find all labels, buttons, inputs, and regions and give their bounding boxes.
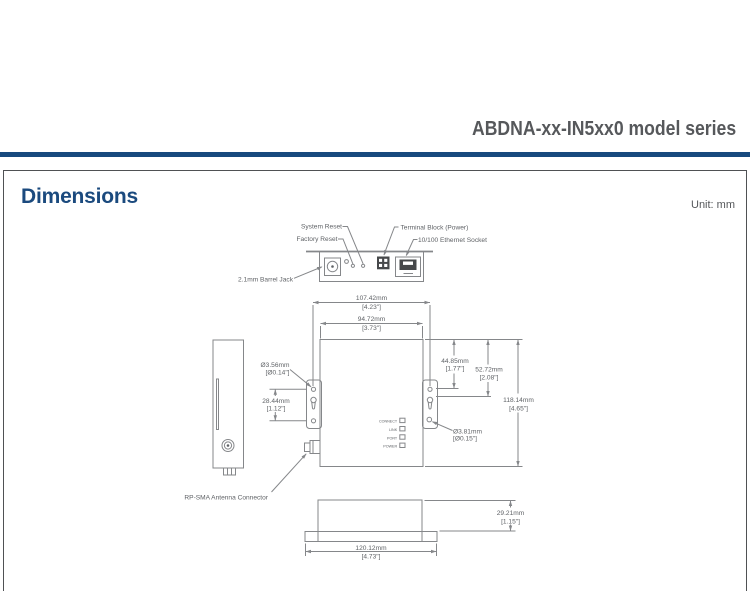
- terminal-block-icon: [377, 256, 390, 270]
- rp-sma-connector-icon: [304, 440, 321, 454]
- dim-screw-hole-dia-mm: Ø3.81mm: [453, 428, 482, 435]
- dim-hole-dia-in: [Ø0.14"]: [266, 369, 290, 376]
- section-title: Dimensions: [21, 185, 139, 208]
- led-label: CONNECT: [379, 420, 398, 424]
- dim-top-to-slot-in: [2.08"]: [480, 374, 499, 381]
- dim-overall-height-mm: 118.14mm: [503, 397, 534, 404]
- barrel-jack-icon: [324, 257, 341, 276]
- dim-hole-pitch-in: [1.12"]: [267, 406, 286, 413]
- label-system-reset: System Reset: [301, 224, 342, 231]
- dim-hole-pitch-mm: 28.44mm: [262, 398, 290, 405]
- top-view-drawing: System Reset Factory Reset Terminal Bloc…: [238, 224, 487, 284]
- header-rule: [0, 152, 750, 157]
- label-antenna-connector: RP-SMA Antenna Connector: [184, 495, 268, 502]
- dim-top-to-slot-mm: 52.72mm: [475, 367, 503, 374]
- dim-body-width-in: [3.73"]: [362, 325, 381, 332]
- dim-top-to-hole-mm: 44.85mm: [441, 358, 469, 365]
- led-label: LINK: [389, 428, 398, 432]
- label-barrel-jack: 2.1mm Barrel Jack: [238, 276, 294, 283]
- dim-hole-dia-mm: Ø3.56mm: [261, 362, 290, 369]
- label-factory-reset: Factory Reset: [296, 236, 337, 243]
- bottom-view-drawing: 29.21mm [1.15"] 120.12mm [4.73"]: [304, 499, 525, 560]
- dim-hole-span-in: [4.23"]: [362, 304, 381, 311]
- dim-top-to-hole-in: [1.77"]: [446, 366, 465, 373]
- page-title: ABDNA-xx-IN5xx0 model series: [471, 118, 736, 140]
- dimensions-section: [3, 170, 747, 591]
- label-ethernet-socket: 10/100 Ethernet Socket: [418, 237, 487, 244]
- side-view-drawing: [212, 339, 244, 476]
- dim-screw-hole-dia-in: [Ø0.15"]: [453, 436, 477, 443]
- dim-hole-span-mm: 107.42mm: [356, 295, 388, 302]
- dim-overall-height-in: [4.65"]: [509, 405, 528, 412]
- front-view-drawing: CONNECT LINK PORT POWER RP-SMA Antenna C…: [184, 295, 534, 501]
- dim-body-width-mm: 94.72mm: [358, 316, 386, 323]
- dim-height-mm: 29.21mm: [497, 510, 525, 517]
- dim-base-width-mm: 120.12mm: [355, 545, 387, 552]
- led-label: POWER: [383, 445, 397, 449]
- led-indicators: CONNECT LINK PORT POWER: [379, 417, 406, 449]
- led-label: PORT: [387, 436, 398, 440]
- unit-label: Unit: mm: [691, 199, 735, 211]
- ethernet-socket-icon: [395, 256, 421, 277]
- dim-height-in: [1.15"]: [501, 518, 520, 525]
- label-terminal-block: Terminal Block (Power): [401, 225, 469, 232]
- antenna-connector-icon: [221, 439, 235, 452]
- dim-base-width-in: [4.73"]: [362, 553, 381, 560]
